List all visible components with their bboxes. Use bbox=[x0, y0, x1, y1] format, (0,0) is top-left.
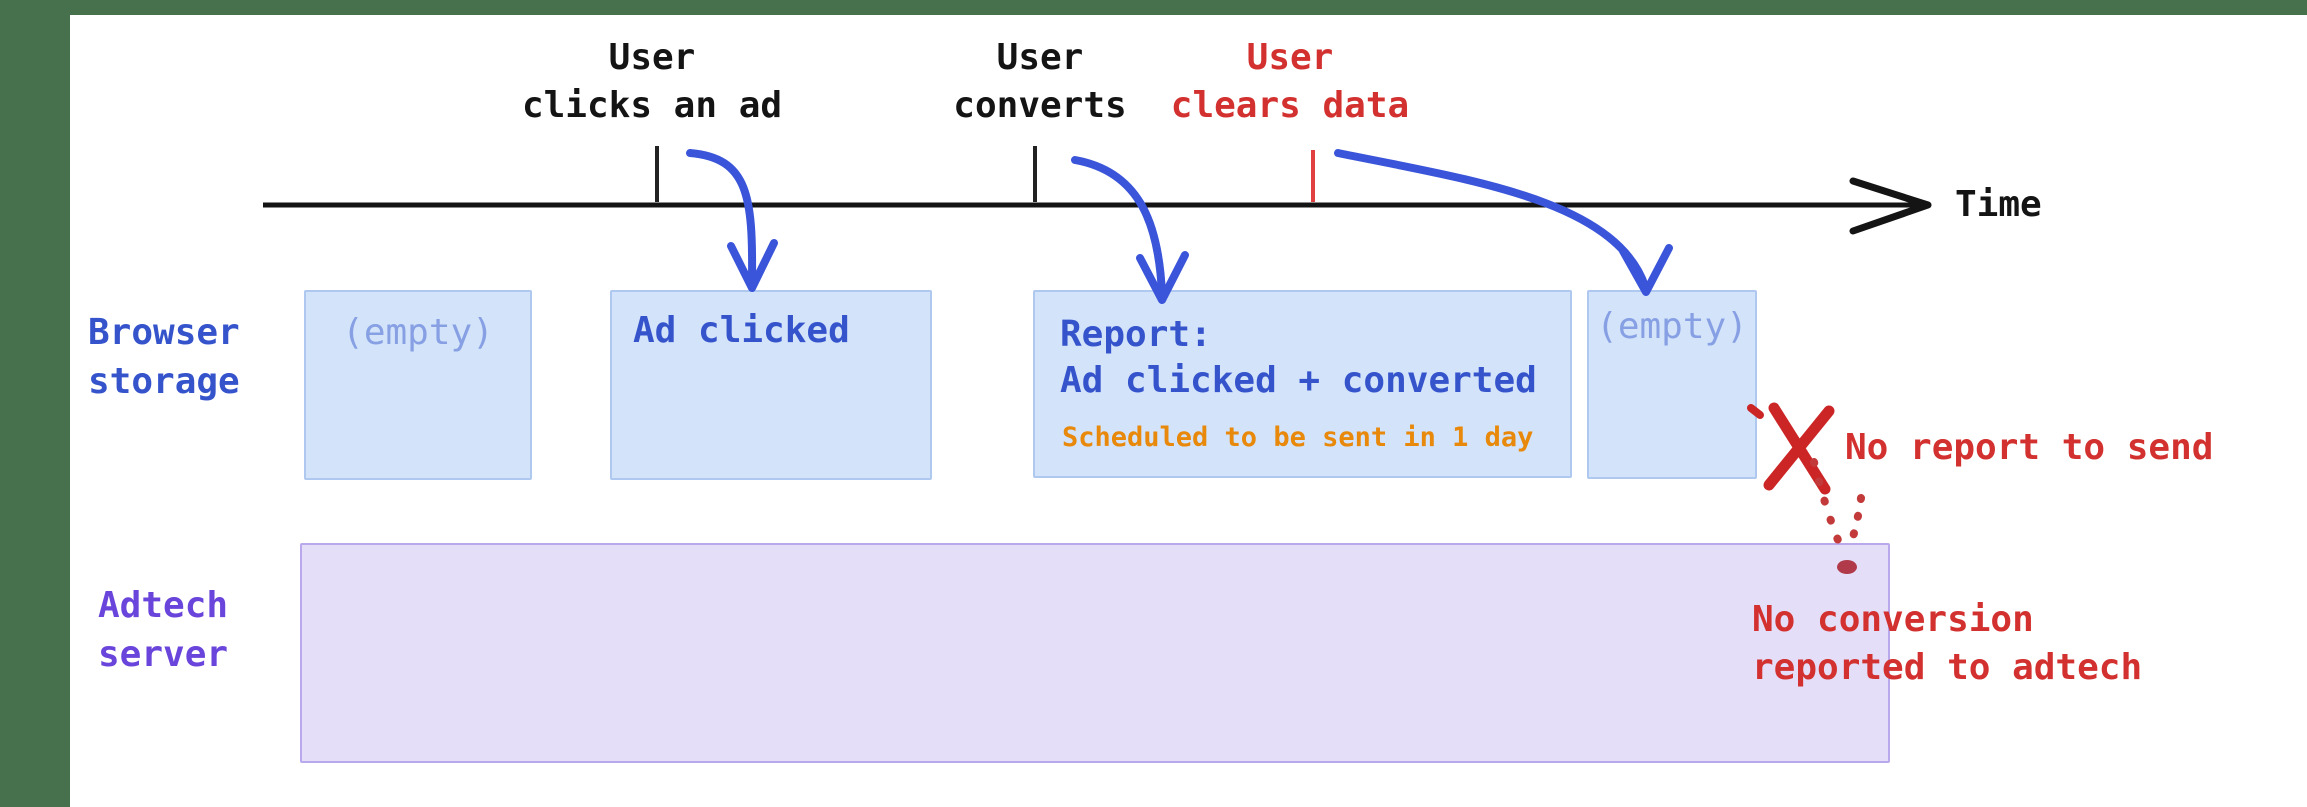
event-clear-line2: clears data bbox=[1170, 85, 1410, 126]
red-x-stroke-1 bbox=[1768, 402, 1831, 495]
red-x-stroke-2 bbox=[1763, 405, 1835, 491]
event-label-user-clicks-ad: User clicks an ad bbox=[452, 34, 852, 130]
arrow-click-to-storage-head-icon bbox=[727, 239, 778, 292]
lane-label-browser-storage: Browser storage bbox=[88, 308, 240, 406]
report-detail: Ad clicked + converted bbox=[1060, 360, 1537, 401]
event-click-line2: clicks an ad bbox=[521, 85, 783, 126]
frame-left-bar bbox=[0, 0, 70, 807]
event-label-user-clears-data: User clears data bbox=[1090, 34, 1490, 130]
annotation-no-conversion-line2: reported to adtech bbox=[1752, 647, 2143, 688]
event-click-line1: User bbox=[608, 37, 696, 78]
report-schedule-note: Scheduled to be sent in 1 day bbox=[1062, 422, 1534, 453]
lane-label-adtech-server: Adtech server bbox=[98, 581, 228, 679]
annotation-no-report: No report to send bbox=[1845, 427, 2214, 468]
storage-box-empty-1: (empty) bbox=[304, 290, 532, 480]
storage-box-report: Report: Ad clicked + converted Scheduled… bbox=[1033, 290, 1572, 478]
timeline-arrowhead-icon bbox=[1849, 177, 1932, 235]
event-convert-line2: converts bbox=[953, 85, 1127, 126]
arrow-click-to-storage bbox=[686, 149, 757, 284]
annotation-no-conversion: No conversion reported to adtech bbox=[1752, 596, 2142, 692]
adtech-server-box bbox=[300, 543, 1890, 763]
arrow-clear-to-empty bbox=[1334, 149, 1649, 290]
storage-box-ad-clicked: Ad clicked bbox=[610, 290, 932, 480]
dotted-arrow-left-branch bbox=[1810, 458, 1847, 556]
frame-top-bar bbox=[0, 0, 2307, 15]
lane-browser-line2: storage bbox=[88, 361, 240, 402]
report-title: Report: bbox=[1060, 314, 1212, 355]
lane-adtech-line2: server bbox=[98, 634, 229, 675]
event-convert-line1: User bbox=[996, 37, 1084, 78]
event-clear-line1: User bbox=[1246, 37, 1334, 78]
blue-arrows-group bbox=[686, 149, 1673, 304]
lane-browser-line1: Browser bbox=[88, 312, 240, 353]
storage-box-empty-2-text: (empty) bbox=[1596, 306, 1748, 347]
arrow-clear-to-empty-head-icon bbox=[1619, 244, 1673, 296]
time-axis-label: Time bbox=[1955, 184, 2042, 225]
arrow-convert-to-report bbox=[1071, 156, 1166, 298]
storage-box-empty-1-text: (empty) bbox=[342, 312, 494, 353]
annotation-no-conversion-line1: No conversion bbox=[1752, 599, 2034, 640]
red-x-icon bbox=[1747, 402, 1835, 495]
lane-adtech-line1: Adtech bbox=[98, 585, 229, 626]
storage-box-empty-2: (empty) bbox=[1587, 290, 1757, 479]
event-label-user-converts: User converts bbox=[840, 34, 1240, 130]
storage-box-ad-clicked-text: Ad clicked bbox=[633, 310, 850, 351]
